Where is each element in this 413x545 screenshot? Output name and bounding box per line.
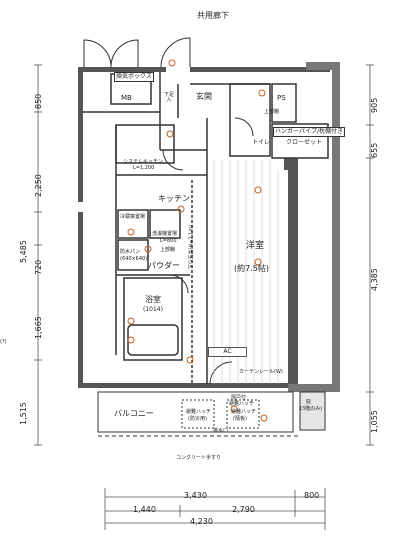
dim-left-3: 5,485 <box>19 240 28 263</box>
kitchen-label: キッチン <box>158 194 190 203</box>
ceiling-note: 下り天井(H=2.1m) <box>188 224 195 270</box>
system-kitchen-line1: システムキッチン <box>123 159 163 165</box>
dim-right-4: 1,055 <box>370 410 379 433</box>
mb-label: MB <box>121 94 132 102</box>
shoebox-label: 下足入 <box>163 92 174 103</box>
drain-label: 排水口 <box>213 428 229 434</box>
pan-line1: 防水パン <box>120 249 141 255</box>
concrete-rail-label: コンクリート手すり <box>176 455 222 461</box>
partition-line1: 隔戸付 <box>231 395 247 401</box>
fridge-area-label: 冷蔵庫置場 <box>120 214 146 220</box>
dimension-lines <box>34 64 374 530</box>
bath-size-label: (1014) <box>143 306 163 313</box>
western-room-label: 洋室 <box>246 241 265 251</box>
dim-bottom-1: 3,430 <box>184 491 207 500</box>
dim-right-3: 4,385 <box>370 268 379 291</box>
partition-line2: 避難ハッチ <box>229 401 255 407</box>
bath-label: 浴室 <box>145 295 161 304</box>
floor-hatch <box>213 160 279 384</box>
dim-bottom-4: 2,790 <box>232 505 255 514</box>
garden-line2: (3階のみ) <box>300 406 323 412</box>
hatch1-line1: 避難ハッチ <box>186 409 212 415</box>
powder-room-label: パウダー <box>148 261 180 270</box>
doors <box>83 37 254 385</box>
hatch1-line2: (防災用) <box>188 416 207 422</box>
dim-left-1: 850 <box>34 93 43 109</box>
western-room-size: (約7.5帖) <box>234 264 269 273</box>
dim-left-2: 2,250 <box>34 174 43 197</box>
dim-left-6: 1,515 <box>19 402 28 425</box>
ps-label: PS <box>277 94 286 102</box>
dim-right-1: 905 <box>370 97 379 113</box>
fixture-markers <box>127 59 268 422</box>
right-wall <box>288 62 340 392</box>
dim-bottom-3: 1,440 <box>133 505 156 514</box>
pan-line2: (640×640) <box>120 256 148 262</box>
toilet-shelf-label: 上部棚 <box>264 109 280 115</box>
balcony-label: バルコニー <box>114 409 154 418</box>
upper-shelf-label: 上部棚 <box>160 247 176 253</box>
ac-label: AC <box>208 347 247 357</box>
washer-area-line2: L=800 <box>160 238 177 244</box>
toilet-label: トイレ <box>252 139 271 146</box>
dim-bottom-5: 4,230 <box>190 517 213 526</box>
entrance-label: 玄関 <box>196 92 212 101</box>
system-kitchen-line2: L=1,200 <box>133 165 155 171</box>
curtain-rail-label: カーテンレール(W) <box>239 369 283 375</box>
dim-right-2: 655 <box>370 142 379 158</box>
dim-left-4: 720 <box>34 259 43 275</box>
small-note: (?) <box>0 339 7 345</box>
washer-area-line1: 洗濯機置場 <box>152 231 178 237</box>
closet-label: クローゼット <box>286 139 323 146</box>
right-wall-inner <box>284 158 298 384</box>
garden-line1: 庇 <box>306 399 312 405</box>
corridor-label: 共用廊下 <box>197 11 229 20</box>
dim-bottom-2: 800 <box>304 491 320 500</box>
hatch2-line2: (隔板) <box>233 416 247 422</box>
pipe-shaft-label: ハンガーパイプ/枕棚付き <box>273 127 345 137</box>
dim-left-5: 1,665 <box>34 316 43 339</box>
vent-box-label: 換気ボックス <box>114 72 154 82</box>
hatch2-line1: 避難ハッチ <box>231 409 257 415</box>
balcony-outline <box>97 391 326 437</box>
